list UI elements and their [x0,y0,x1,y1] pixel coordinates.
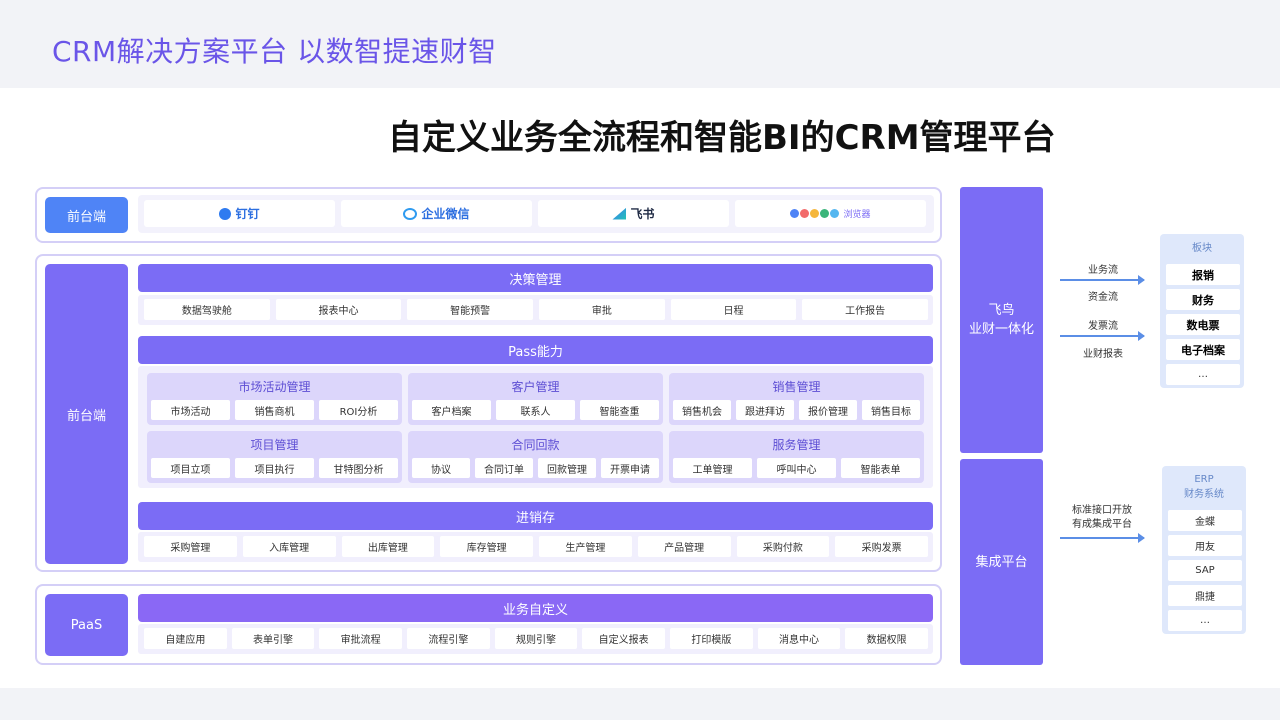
pass-item[interactable]: 市场活动 [151,400,230,420]
pass-group-title: 项目管理 [250,438,299,452]
channel-browser[interactable]: 浏览器 [735,200,926,227]
pass-item[interactable]: 工单管理 [673,458,752,478]
pass-group-title: 销售管理 [772,380,821,394]
module-cell[interactable]: 打印模版 [670,628,753,649]
system-item[interactable]: 电子档案 [1166,339,1240,360]
pass-item[interactable]: 跟进拜访 [736,400,794,420]
flow-label: 资金流 [1088,292,1118,303]
header-title: CRM解决方案平台 以数智提速财智 [52,35,497,68]
wecom-icon [403,207,418,220]
integration-label: 集成平台 [975,554,1028,570]
pass-item[interactable]: 销售目标 [862,400,920,420]
flow-arrow [1060,275,1145,285]
pass-item[interactable]: 协议 [412,458,470,478]
channel-label: 浏览器 [843,210,871,220]
module-cell[interactable]: 工作报告 [802,299,928,320]
decision-bar: 决策管理 [138,264,933,292]
pass-item[interactable]: 智能查重 [580,400,659,420]
module-cell[interactable]: 产品管理 [637,536,731,557]
header-bar [0,0,1280,88]
main-title: 自定义业务全流程和智能BI的CRM管理平台 [388,118,1056,158]
erp-box-title: ERP 财务系统 [1184,474,1224,500]
system-item[interactable]: 鼎捷 [1168,585,1242,606]
module-cell[interactable]: 规则引擎 [494,628,578,649]
module-box: 板块 [1160,234,1244,388]
module-cell[interactable]: 采购付款 [736,536,830,557]
system-item[interactable]: 财务 [1166,289,1240,310]
module-cell[interactable]: 报表中心 [275,299,402,320]
module-cell[interactable]: 智能预警 [407,299,533,320]
module-cell[interactable]: 库存管理 [440,536,533,557]
module-cell[interactable]: 审批 [539,299,665,320]
flow-arrow [1060,331,1145,341]
system-item[interactable]: 金蝶 [1168,510,1242,531]
pass-group-title: 客户管理 [511,380,560,394]
core-label: 前台端 [45,264,128,564]
channel-box: 钉钉 企业微信 飞书 浏览器 [138,195,934,233]
module-cell[interactable]: 数据权限 [845,628,928,649]
module-box-title: 板块 [1192,243,1212,254]
system-item[interactable]: 用友 [1168,535,1242,556]
pass-group-title: 合同回款 [511,438,560,452]
channel-label: 钉钉 [235,207,260,221]
pass-item[interactable]: 甘特图分析 [319,458,398,478]
channel-wecom[interactable]: 企业微信 [341,200,532,227]
feishu-icon [612,207,627,220]
pass-item[interactable]: 回款管理 [538,458,596,478]
integration-arrow [1060,533,1145,543]
pass-item[interactable]: 销售机会 [673,400,731,420]
pass-item[interactable]: 开票申请 [601,458,659,478]
pass-item[interactable]: 智能表单 [841,458,920,478]
decision-row [138,295,933,325]
channel-dingtalk[interactable]: 钉钉 [144,200,335,227]
pass-item[interactable]: 销售商机 [235,400,314,420]
system-item[interactable]: 数电票 [1166,314,1240,335]
integration-flow-label: 标准接口开放 有成集成平台 [1072,505,1132,530]
channel-label: 企业微信 [421,207,470,221]
pass-item[interactable]: 报价管理 [799,400,857,420]
pass-item[interactable]: 项目执行 [235,458,314,478]
module-cell[interactable]: 数据驾驶舱 [144,299,270,320]
module-cell[interactable]: 入库管理 [242,536,336,557]
pass-item[interactable]: 项目立项 [151,458,230,478]
module-cell[interactable]: 生产管理 [539,536,632,557]
system-item[interactable]: … [1168,610,1242,631]
system-item[interactable]: … [1166,364,1240,385]
integration-block: 集成平台 [960,459,1043,665]
flow-label: 业财报表 [1083,349,1123,360]
dingtalk-icon [219,207,232,220]
pass-item[interactable]: 合同订单 [475,458,533,478]
feiniao-block: 飞鸟 业财一体化 [960,187,1043,453]
flow-label: 业务流 [1088,265,1118,276]
module-cell[interactable]: 自定义报表 [582,628,665,649]
module-cell[interactable]: 采购管理 [144,536,237,557]
pass-bar: Pass能力 [138,336,933,364]
module-cell[interactable]: 流程引擎 [407,628,490,649]
module-cell[interactable]: 表单引擎 [231,628,315,649]
pass-item[interactable]: 客户档案 [412,400,491,420]
channel-label: 飞书 [630,207,655,221]
inventory-bar: 进销存 [138,502,933,530]
system-item[interactable]: 报销 [1166,264,1240,285]
module-cell[interactable]: 日程 [670,299,797,320]
module-cell[interactable]: 审批流程 [319,628,402,649]
flow-label: 发票流 [1088,321,1118,332]
channel-feishu[interactable]: 飞书 [538,200,729,227]
pass-item[interactable]: 呼叫中心 [757,458,836,478]
pass-group-title: 市场活动管理 [238,380,311,394]
module-cell[interactable]: 出库管理 [341,536,435,557]
paas-bar: 业务自定义 [138,594,933,622]
footer-bar [0,688,1280,720]
pass-item[interactable]: ROI分析 [319,400,398,420]
pass-group-title: 服务管理 [772,438,821,452]
system-item[interactable]: SAP [1168,560,1242,581]
browser-icons [790,209,840,218]
module-cell[interactable]: 采购发票 [835,536,928,557]
feiniao-label: 飞鸟 业财一体化 [968,303,1034,337]
pass-item[interactable]: 联系人 [496,400,575,420]
paas-label: PaaS [45,594,128,656]
module-cell[interactable]: 消息中心 [757,628,841,649]
module-cell[interactable]: 自建应用 [144,628,227,649]
front-label: 前台端 [45,197,128,233]
